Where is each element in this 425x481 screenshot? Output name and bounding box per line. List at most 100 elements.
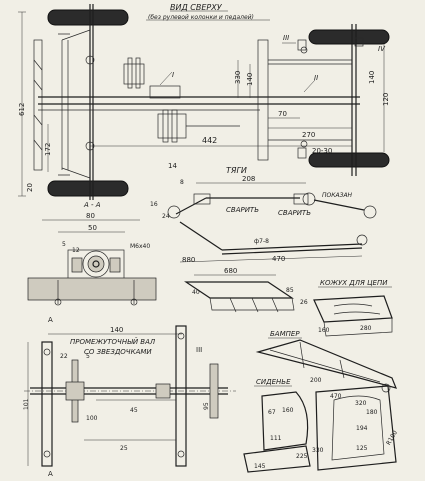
bracket-detail: 680 40 85: [184, 267, 295, 313]
dim-5: 5: [62, 241, 66, 248]
dim-470: 470: [272, 255, 285, 263]
dim-270: 270: [302, 131, 315, 139]
shaft-title: ПРОМЕЖУТОЧНЫЙ ВАЛ: [70, 337, 156, 346]
section-mark-i: I: [172, 71, 174, 79]
dim-194: 194: [356, 425, 368, 432]
dim-140-shaft: 140: [110, 326, 123, 334]
shown-label: ПОКАЗАН: [322, 192, 353, 199]
seat-back-panel: [261, 391, 309, 451]
dim-180: 180: [366, 409, 378, 416]
dim-24: 24: [162, 213, 170, 220]
front-left-wheel: [47, 9, 129, 26]
intermediate-shaft-detail: ПРОМЕЖУТОЧНЫЙ ВАЛ СО ЗВЕЗДОЧКАМИ А III 1…: [23, 316, 236, 478]
dim-140-right: 140: [368, 71, 376, 84]
rear-right-wheel: [308, 152, 390, 168]
dim-8: 8: [180, 179, 184, 186]
seat-base-panel: [315, 385, 397, 471]
dim-22: 22: [60, 353, 68, 360]
dim-67: 67: [268, 409, 276, 416]
dim-100: 100: [86, 415, 98, 422]
front-right-wheel: [308, 29, 390, 45]
dim-16: 16: [150, 201, 158, 208]
dim-200: 200: [310, 377, 322, 384]
dim-phi7-8: ф7-8: [254, 238, 269, 245]
dim-120: 120: [382, 93, 390, 106]
bracket-plate: [184, 281, 294, 299]
dim-101: 101: [23, 398, 30, 410]
dim-208: 208: [242, 175, 255, 183]
dim-320: 320: [355, 400, 367, 407]
dim-80: 80: [86, 212, 95, 220]
pedal-block-top: [123, 63, 145, 85]
dim-470-seat: 470: [330, 393, 342, 400]
dim-880: 880: [182, 256, 195, 264]
dim-140: 140: [246, 73, 254, 86]
top-view: ВИД СВЕРХУ (без рулевой колонки и педале…: [18, 3, 390, 200]
dim-12: 12: [72, 247, 80, 254]
shaft-mark-a-bottom: А: [48, 470, 53, 478]
dim-85: 85: [286, 287, 294, 294]
bearing: [87, 255, 105, 273]
dim-145: 145: [254, 463, 266, 470]
dim-172: 172: [44, 143, 52, 156]
dim-160-seat: 160: [282, 407, 294, 414]
bumper-frame: [255, 339, 398, 389]
dim-95: 95: [203, 402, 210, 410]
shaft-plate-right: [175, 325, 187, 467]
bumper-title: БАМПЕР: [270, 330, 300, 338]
section-mark-ii: II: [314, 74, 318, 82]
dim-40: 40: [192, 289, 200, 296]
dim-280: 280: [360, 325, 372, 332]
dim-612: 612: [18, 103, 26, 116]
dim-45: 45: [130, 407, 138, 414]
shaft-mark-iii: III: [196, 346, 202, 354]
weld-label-2: СВАРИТЬ: [278, 209, 311, 217]
top-view-subtitle: (без рулевой колонки и педалей): [148, 14, 254, 21]
rods-detail: ТЯГИ 208 14 8 16 24 СВАРИТЬ СВАРИТЬ ПОКА…: [150, 162, 377, 264]
dim-50: 50: [88, 224, 97, 232]
dim-111: 111: [270, 435, 282, 442]
seat-bottom-panel: [243, 445, 311, 473]
section-mark-iii: III: [283, 34, 289, 42]
dim-225: 225: [296, 453, 308, 460]
seat-title: СИДЕНЬЕ: [256, 378, 291, 386]
dim-330-seat: 330: [312, 447, 324, 454]
rear-left-wheel: [47, 180, 129, 197]
rear-subframe: [257, 39, 269, 161]
dim-20-30: 20-30: [312, 147, 332, 155]
dim-330: 330: [234, 71, 242, 84]
chain-guard-outline: [313, 295, 393, 323]
dim-680: 680: [224, 267, 237, 275]
rod-upper-left: [175, 197, 207, 215]
bolt-m6x40: М6х40: [130, 243, 150, 250]
seat-detail: СИДЕНЬЕ 470 320 180 67 160 194 125 111 2…: [243, 378, 399, 473]
base-plate: [27, 277, 157, 301]
large-sprocket: [209, 363, 219, 419]
dim-442: 442: [202, 136, 217, 145]
top-view-title: ВИД СВЕРХУ: [170, 3, 223, 12]
dim-70: 70: [278, 110, 287, 118]
rod-lower: [179, 221, 223, 251]
weld-label-1: СВАРИТЬ: [226, 206, 259, 214]
chain-guard-title: КОЖУХ ДЛЯ ЦЕПИ: [320, 279, 388, 287]
shaft-plate-left: [41, 341, 53, 467]
section-mark-iv: IV: [378, 45, 386, 53]
dim-25: 25: [120, 445, 128, 452]
front-bumper-bar: [33, 39, 43, 171]
section-a-a-title: А - А: [83, 201, 101, 209]
dim-20: 20: [26, 183, 34, 192]
shaft-mark-a-top: А: [48, 316, 53, 324]
chain-guard-detail: КОЖУХ ДЛЯ ЦЕПИ 26 280 160: [300, 279, 393, 337]
dim-125: 125: [356, 445, 368, 452]
section-a-a: А - А 80 50 5 12 М6х40: [27, 201, 157, 306]
dim-5-shaft: 5: [86, 353, 90, 360]
dim-160: 160: [318, 327, 330, 334]
dim-r100: R100: [385, 429, 399, 446]
steering-rods: [58, 33, 70, 176]
shaft-subtitle: СО ЗВЕЗДОЧКАМИ: [84, 348, 152, 356]
dim-14: 14: [168, 162, 177, 170]
rods-title: ТЯГИ: [226, 166, 247, 175]
dim-26: 26: [300, 299, 308, 306]
